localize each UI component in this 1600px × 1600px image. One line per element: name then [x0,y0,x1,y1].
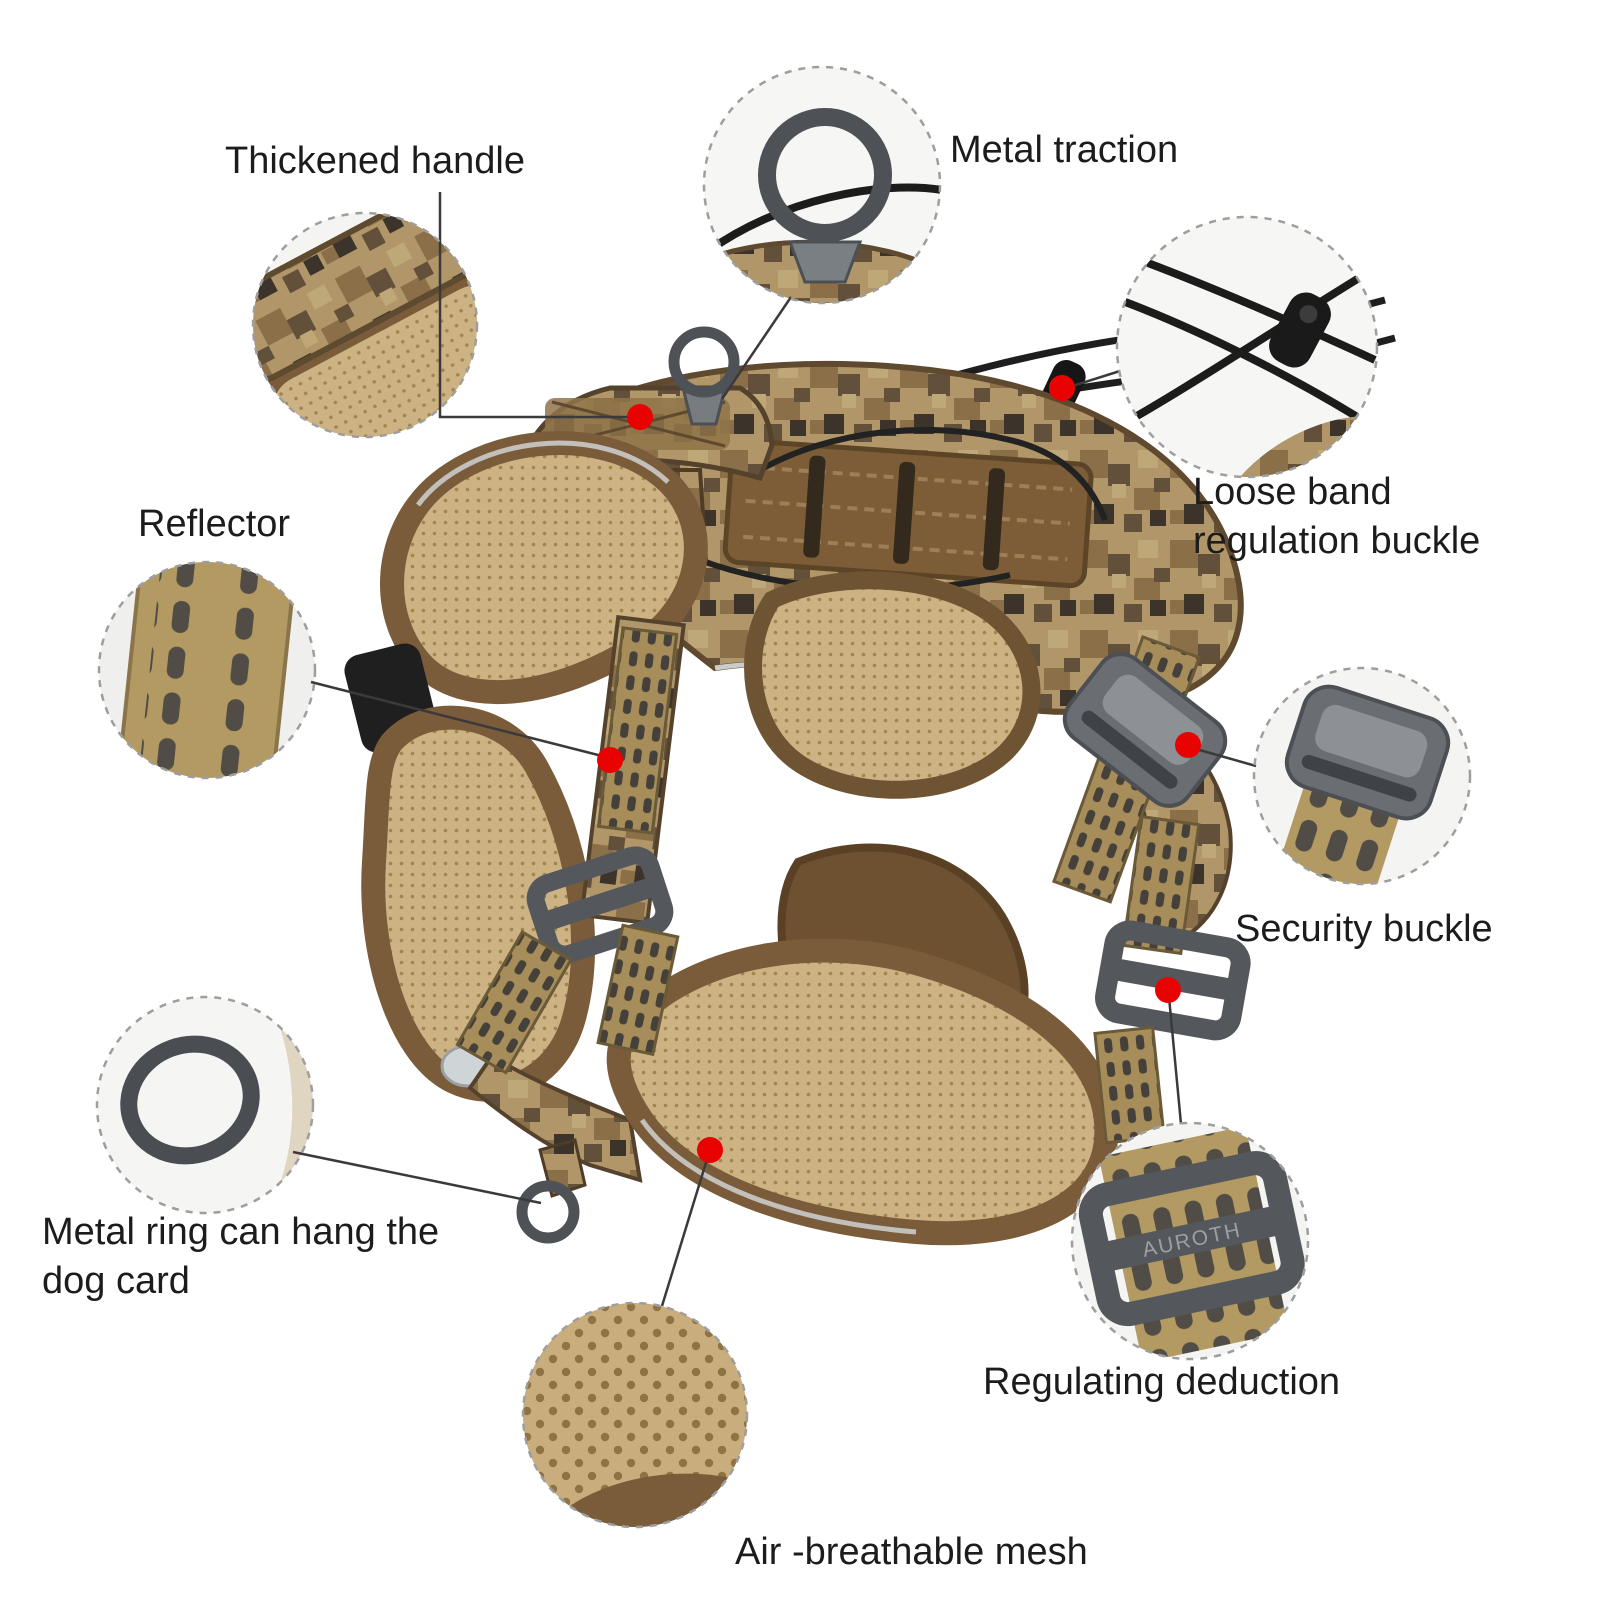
d-ring-icon [668,326,740,398]
label-reflector: Reflector [138,503,291,545]
lower-webbing-1 [596,923,680,1057]
inset-border-loose-band [1115,215,1379,479]
label-metal-traction: Metal traction [950,129,1179,171]
label-metal-ring: Metal ring can hang the dog card [42,1211,440,1302]
inset-metal-traction [704,67,940,303]
inset-security-buckle [1254,668,1470,884]
neck-mesh-lining [744,571,1041,799]
harness-illustration [344,296,1396,1246]
inset-border-thickened-handle [251,211,479,439]
marker-dot-air-mesh [697,1137,723,1163]
label-security-buckle: Security buckle [1235,908,1493,950]
inset-border-reflector [97,560,317,780]
inset-loose-band-buckle [1117,217,1377,477]
marker-dot-thickened-handle [627,404,653,430]
right-webbing-lower [1093,1025,1166,1145]
label-regulating-deduction: Regulating deduction [983,1361,1341,1403]
leader-thickened-handle [438,192,629,419]
marker-dot-regulating-deduction [1155,977,1181,1003]
leader-regulating-deduction [1167,996,1183,1125]
inset-reflector [99,562,315,778]
inset-border-air-mesh [521,1301,749,1529]
inset-border-metal-ring [95,995,315,1215]
label-loose-band: Loose band regulation buckle [1193,471,1481,562]
inset-border-regulating-deduction [1070,1121,1310,1361]
id-ring-icon [516,1180,580,1244]
marker-dot-reflector [597,747,623,773]
right-webbing-mid [1121,814,1201,956]
leader-air-mesh [660,1155,710,1307]
marker-dot-loose-band [1049,375,1075,401]
belly-mesh-pad [606,938,1119,1246]
cord-over-panel [758,427,1108,522]
label-thickened-handle: Thickened handle [225,140,525,182]
inset-border-security-buckle [1252,666,1472,886]
inset-borders [95,65,1472,1529]
leader-metal-traction [720,296,793,400]
molle-panel [722,438,1094,589]
inset-border-metal-traction [702,65,942,305]
chest-slide-adjuster [526,846,674,964]
marker-dot-security-buckle [1175,732,1201,758]
label-air-mesh: Air -breathable mesh [735,1531,1088,1573]
inset-air-mesh [523,1303,747,1527]
chest-strap [579,614,686,926]
inset-regulating-deduction: AUROTH [1072,1123,1308,1359]
left-pad-piping [415,440,670,507]
lower-webbing-2 [455,929,573,1075]
leader-metal-ring [292,1150,542,1205]
belly-piping [639,1118,917,1235]
leader-reflector [310,680,607,759]
leader-security-buckle [1195,747,1257,768]
